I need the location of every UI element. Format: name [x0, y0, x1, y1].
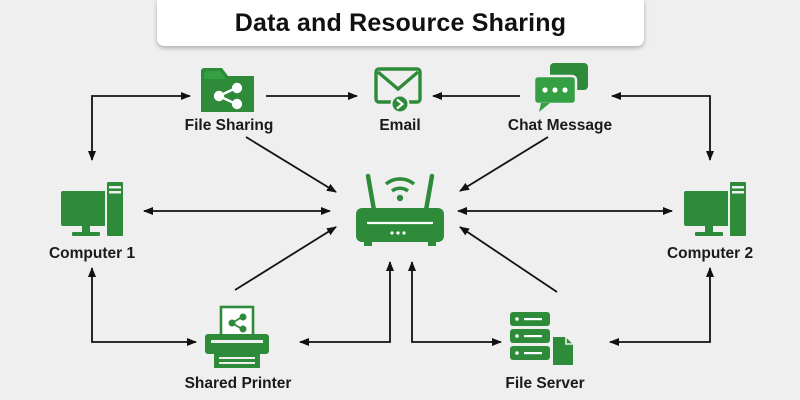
- label-email: Email: [379, 117, 421, 134]
- label-computer-2: Computer 2: [666, 245, 754, 262]
- server-file-icon: [510, 312, 575, 367]
- label-shared-printer: Shared Printer: [184, 375, 292, 392]
- connector-fileserver-router: [459, 226, 558, 293]
- connector-fileserver-computer2: [609, 267, 714, 346]
- page-title: Data and Resource Sharing: [234, 8, 567, 37]
- desktop-computer-icon-2: [684, 180, 748, 238]
- connector-computer1-printer: [88, 267, 197, 346]
- connector-printer-router: [234, 226, 337, 291]
- folder-share-icon: [201, 68, 254, 112]
- label-file-sharing: File Sharing: [184, 117, 274, 134]
- connector-router-fileserver: [408, 261, 502, 346]
- desktop-computer-icon-1: [61, 180, 125, 238]
- connector-computer1-filesharing: [88, 92, 191, 161]
- connector-chat-computer2: [611, 92, 714, 161]
- title-banner: Data and Resource Sharing: [157, 0, 644, 46]
- label-file-server: File Server: [505, 375, 585, 392]
- wifi-router-icon: [356, 173, 444, 246]
- connector-filesharing-router: [245, 136, 337, 193]
- chat-bubbles-icon: [532, 63, 588, 112]
- connectors: [88, 92, 714, 346]
- connector-printer-router-elbow: [299, 261, 394, 346]
- label-chat-message: Chat Message: [507, 117, 613, 134]
- connector-chat-router: [459, 136, 549, 192]
- printer-icon: [205, 305, 269, 368]
- envelope-icon: [374, 67, 422, 114]
- label-computer-1: Computer 1: [48, 245, 136, 262]
